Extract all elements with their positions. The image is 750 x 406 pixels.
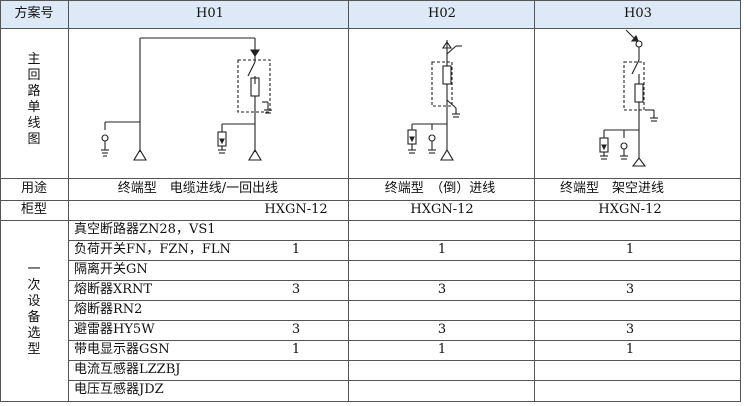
equipment-value-h02: 1: [437, 342, 447, 357]
row-label-main-circuit: 主 回 路 单 线 图: [27, 52, 41, 147]
equipment-value-h02: 3: [437, 282, 447, 297]
equipment-value-h01: 1: [291, 342, 301, 357]
equipment-value-h01: 3: [291, 282, 301, 297]
cabinet-h02: HXGN-12: [410, 202, 474, 217]
equipment-name: 避雷器HY5W: [74, 322, 155, 337]
scheme-h03: H03: [624, 6, 652, 21]
diagram-h03: [599, 29, 658, 167]
equipment-name: 电流互感器LZZBJ: [74, 362, 181, 377]
cabinet-h01: HXGN-12: [264, 202, 328, 217]
equipment-name: 带电显示器GSN: [74, 342, 170, 357]
equipment-name: 熔断器XRNT: [74, 282, 153, 297]
equipment-value-h03: 3: [625, 322, 635, 337]
equipment-value-h01: 1: [291, 242, 301, 257]
equipment-value-h03: 3: [625, 282, 635, 297]
equipment-value-h02: 1: [437, 242, 447, 257]
usage-h01: 终端型 电缆进线/一回出线: [117, 181, 279, 196]
row-label-cabinet: 柜型: [20, 202, 48, 217]
row-label-usage: 用途: [20, 181, 48, 196]
usage-h03: 终端型 架空进线: [559, 181, 665, 196]
equipment-name: 负荷开关FN，FZN，FLN: [74, 242, 231, 257]
row-label-equipment: 一 次 设 备 选 型: [27, 262, 41, 357]
scheme-h02: H02: [428, 6, 456, 21]
diagram-h02: [407, 40, 462, 161]
equipment-value-h03: 1: [625, 242, 635, 257]
scheme-h01: H01: [196, 6, 224, 21]
equipment-value-h02: 3: [437, 322, 447, 337]
equipment-name: 隔离开关GN: [74, 262, 148, 277]
header-background: [0, 0, 741, 28]
equipment-name: 真空断路器ZN28，VS1: [74, 222, 216, 237]
usage-h02: 终端型 （倒）进线: [384, 181, 496, 196]
diagram-h01: [101, 37, 272, 161]
equipment-name: 电压互感器JDZ: [74, 382, 164, 397]
equipment-value-h03: 1: [625, 342, 635, 357]
header-label-scheme: 方案号: [14, 6, 54, 21]
equipment-name: 熔断器RN2: [74, 302, 143, 317]
equipment-value-h01: 3: [291, 322, 301, 337]
cabinet-h03: HXGN-12: [598, 202, 662, 217]
